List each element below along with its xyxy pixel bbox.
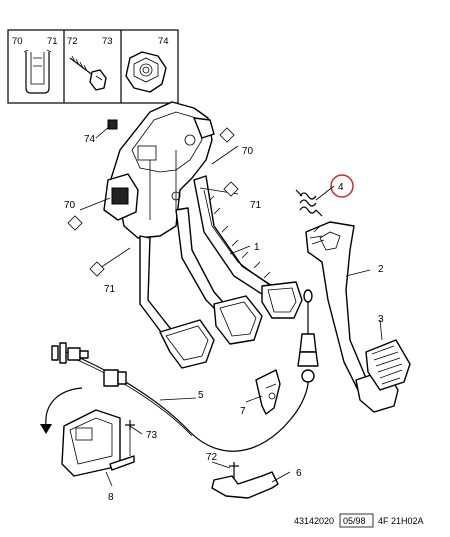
legend-label-70: 70: [12, 36, 23, 47]
brake-pedal: [175, 207, 263, 345]
legend-label-72: 72: [67, 36, 78, 47]
footer-date: 05/98: [343, 516, 366, 526]
callout-70: 70: [242, 146, 254, 157]
callout-71: 71: [250, 200, 262, 211]
callout-4: 4: [338, 182, 344, 193]
callout-6: 6: [296, 468, 302, 479]
detail-arrow-head: [40, 424, 52, 434]
callout-5: 5: [198, 390, 204, 401]
legend-frame: [7, 29, 179, 104]
highlight-circle: [330, 174, 354, 198]
callout-72: 72: [206, 452, 218, 463]
callout-74: 74: [84, 134, 96, 145]
legend-label-71: 71: [47, 36, 58, 47]
accelerator-cable-end: [297, 289, 319, 383]
callout-7: 7: [240, 406, 246, 417]
screw-icon: [69, 55, 107, 91]
footer-date-box: [339, 513, 374, 528]
callout-1: 1: [254, 242, 260, 253]
nut-icon: [125, 51, 167, 93]
cable-guide: [211, 462, 279, 499]
return-spring: [295, 189, 323, 217]
callout-71: 71: [104, 284, 116, 295]
callout-8: 8: [108, 492, 114, 503]
callout-3: 3: [378, 314, 384, 325]
legend-label-73: 73: [102, 36, 113, 47]
callout-73: 73: [146, 430, 158, 441]
footer-ref: 43142020: [294, 516, 334, 526]
footer: 43142020 05/98 4F 21H02A: [294, 513, 424, 528]
cable-bracket: [61, 409, 135, 477]
callouts: 74 70 70 71 71 1 2 3 4 5 6 7 8 72 73: [64, 134, 384, 503]
nut-marker: [107, 119, 118, 130]
detail-arrow: [45, 387, 83, 427]
callout-70: 70: [64, 200, 76, 211]
tags: [67, 127, 239, 277]
parts-legend-box: 70 71 72 73 74: [7, 29, 179, 104]
footer-code: 4F 21H02A: [378, 516, 424, 526]
clutch-pedal: [139, 235, 215, 369]
legend-label-74: 74: [158, 36, 169, 47]
pedal-pad: [365, 339, 411, 391]
callout-2: 2: [378, 264, 384, 275]
pedal-bracket: [103, 101, 215, 239]
clip-icon: [23, 49, 52, 94]
leader-lines: [79, 125, 383, 487]
accelerator-cable: [51, 342, 309, 452]
cable-clip: [255, 369, 281, 415]
